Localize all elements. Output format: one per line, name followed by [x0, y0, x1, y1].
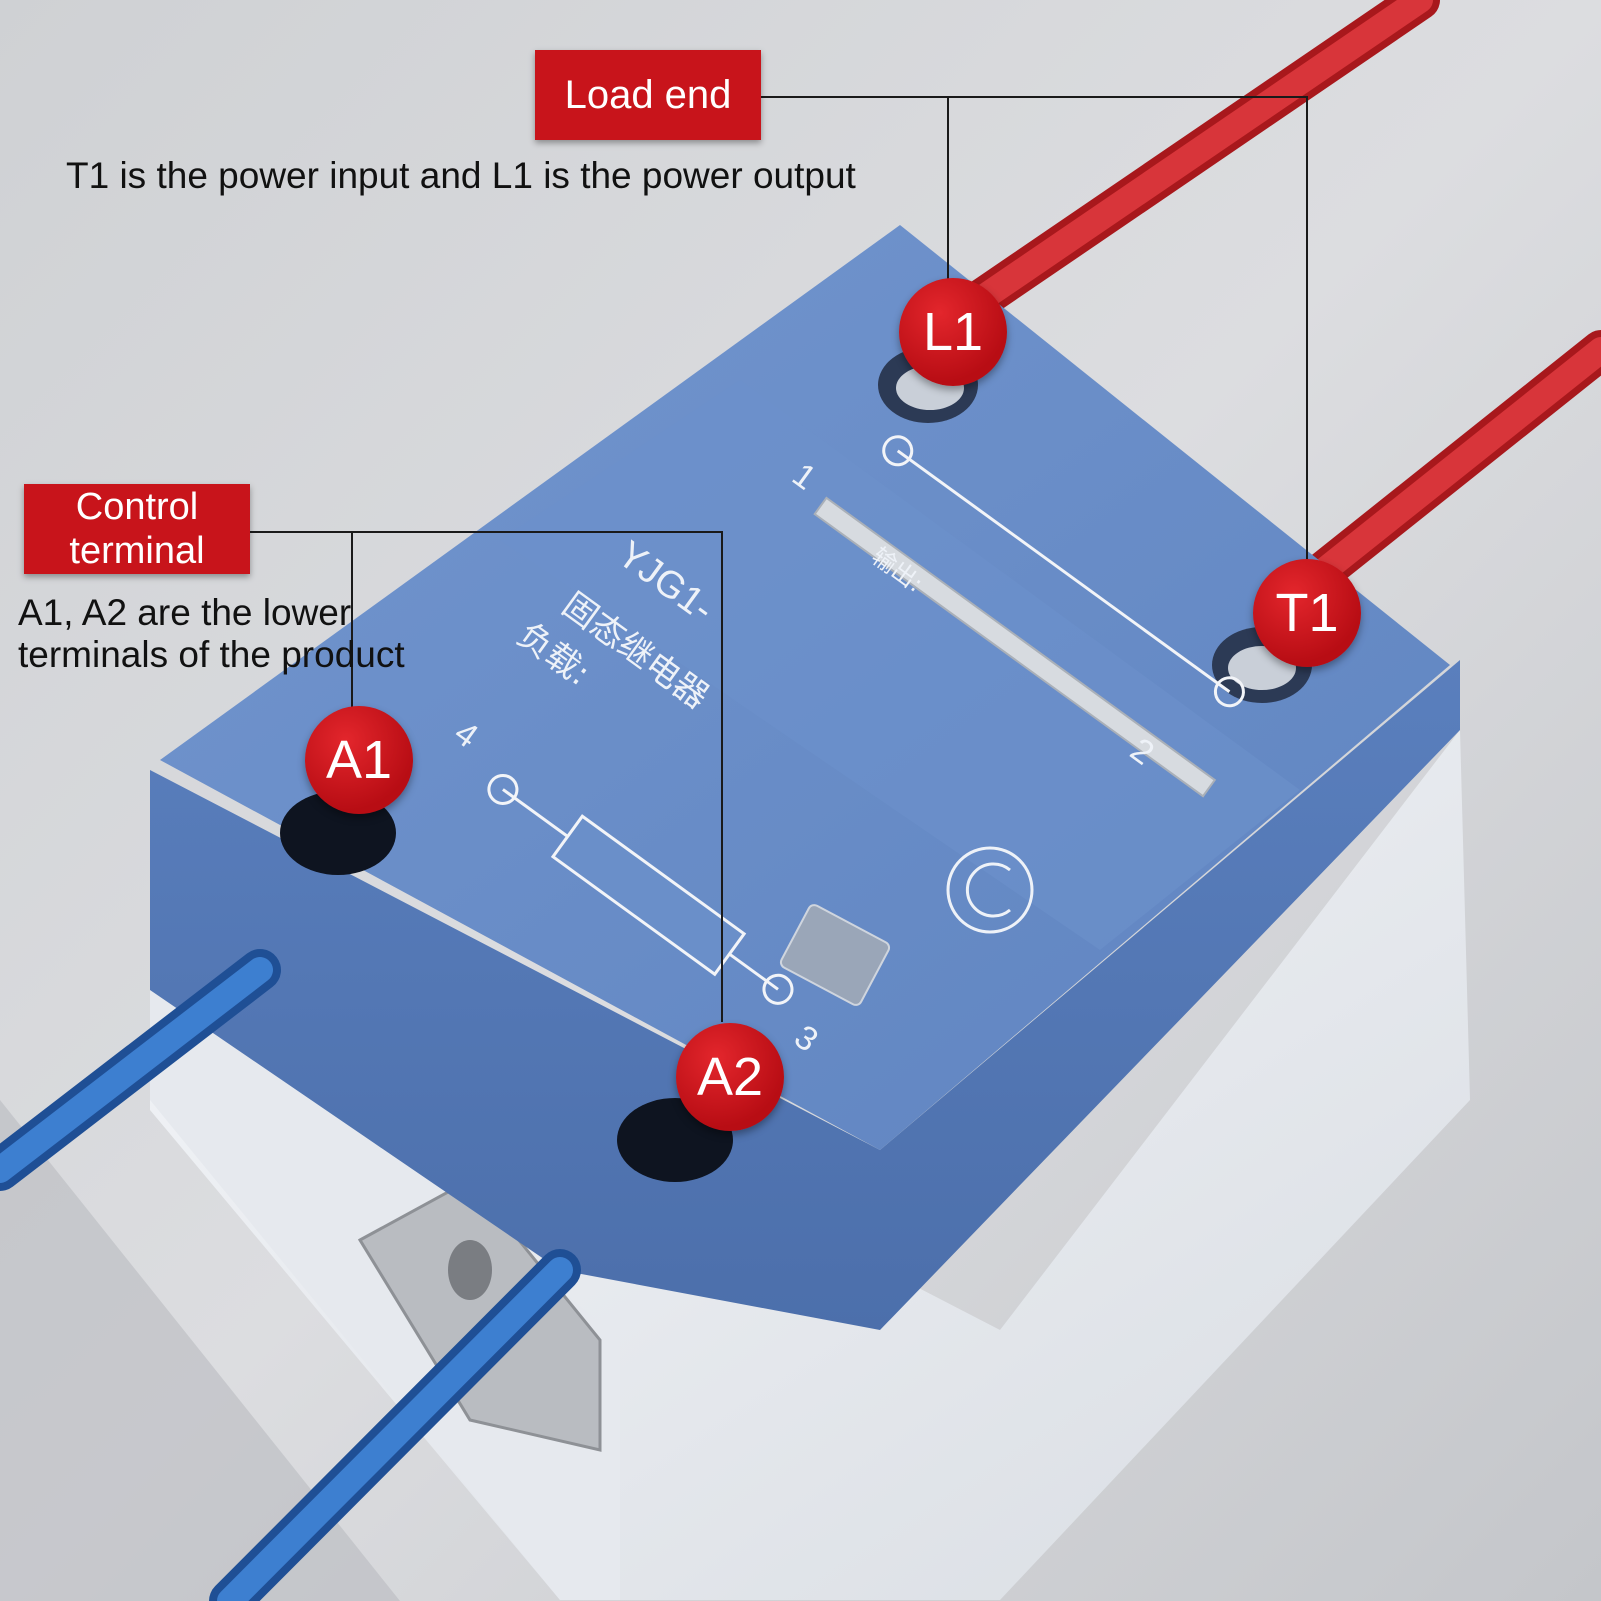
background-shadow — [0, 1100, 400, 1601]
terminal-a1-badge: A1 — [305, 706, 413, 814]
blue-wire-a2-highlight — [217, 1257, 573, 1601]
relay-top-ridge — [500, 380, 1300, 950]
relay-side — [150, 660, 1460, 1330]
red-wire-l1-highlight — [967, 0, 1433, 313]
bracket-hole — [448, 1240, 492, 1300]
leader-lines — [250, 96, 1308, 1022]
control-terminal-note: A1, A2 are the lower terminals of the pr… — [18, 592, 478, 676]
output-markings — [813, 435, 1245, 798]
control-terminal-line2: terminal — [69, 530, 205, 572]
control-terminal-line1: Control — [75, 486, 199, 528]
control-terminal-label: Control terminal — [24, 484, 250, 574]
terminal-t1-badge: T1 — [1253, 559, 1361, 667]
load-end-label: Load end — [535, 50, 761, 140]
blue-wire-a1-highlight — [0, 957, 273, 1183]
control-leader-line — [250, 531, 723, 1022]
metal-strip — [813, 496, 1217, 798]
indicator-led — [779, 904, 891, 1006]
certification-mark — [946, 846, 1034, 934]
load-symbol — [550, 814, 747, 977]
pin3-circle — [762, 973, 794, 1005]
red-wire-t1-highlight — [1287, 337, 1601, 603]
certification-mark-inner — [965, 862, 1011, 918]
pin2-circle — [1213, 676, 1245, 708]
terminal-l1-badge: L1 — [899, 278, 1007, 386]
control-note-line1: A1, A2 are the lower — [18, 592, 352, 633]
load-end-note: T1 is the power input and L1 is the powe… — [66, 155, 856, 196]
pin1-circle — [882, 435, 914, 467]
load-markings — [487, 773, 794, 1005]
load-leader-line — [761, 96, 1308, 560]
pin4-circle — [487, 773, 519, 805]
output-line — [896, 449, 1231, 693]
control-note-line2: terminals of the product — [18, 634, 405, 675]
terminal-a2-badge: A2 — [676, 1023, 784, 1131]
